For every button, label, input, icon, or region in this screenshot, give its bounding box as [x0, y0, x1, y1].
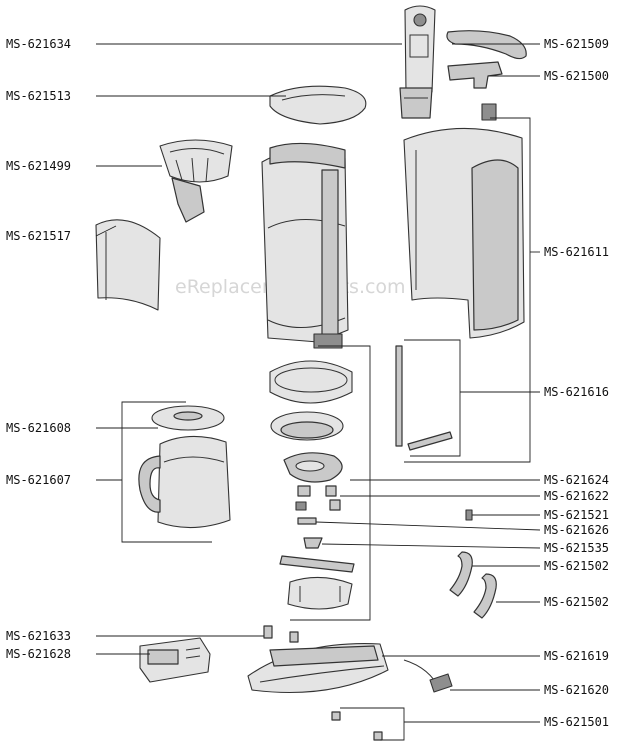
part-thermostat	[297, 485, 337, 497]
part-side-panel	[95, 219, 161, 311]
part-fuse	[295, 499, 341, 511]
part-control-panel	[139, 637, 211, 683]
part-power-cord	[403, 659, 453, 693]
label-ms-621624: MS-621624	[544, 473, 609, 487]
part-outer-housing	[403, 103, 525, 339]
part-nozzle	[447, 61, 503, 89]
part-ring-seal	[270, 411, 344, 441]
label-ms-621509: MS-621509	[544, 37, 609, 51]
label-ms-621626: MS-621626	[544, 523, 609, 537]
label-ms-621633: MS-621633	[6, 629, 71, 643]
left-labels: MS-621634 MS-621513 MS-621499 MS-621517 …	[6, 37, 71, 661]
label-ms-621502-upper: MS-621502	[544, 559, 609, 573]
part-heating-plate	[283, 452, 343, 483]
part-carafe	[138, 435, 231, 529]
part-carafe-lid	[151, 405, 225, 431]
label-ms-621634: MS-621634	[6, 37, 71, 51]
label-ms-621499: MS-621499	[6, 159, 71, 173]
label-ms-621517: MS-621517	[6, 229, 71, 243]
label-ms-621535: MS-621535	[544, 541, 609, 555]
part-switch-pieces	[263, 625, 299, 643]
part-hose-1	[449, 551, 473, 597]
part-main-body	[261, 142, 349, 349]
label-ms-621608: MS-621608	[6, 421, 71, 435]
label-ms-621628: MS-621628	[6, 647, 71, 661]
label-ms-621501: MS-621501	[544, 715, 609, 729]
part-heating-rod	[395, 345, 453, 451]
part-hose-2	[473, 573, 497, 619]
part-ring-upper	[269, 360, 353, 404]
label-ms-621607: MS-621607	[6, 473, 71, 487]
label-ms-621611: MS-621611	[544, 245, 609, 259]
part-bracket	[279, 555, 355, 573]
label-ms-621616: MS-621616	[544, 385, 609, 399]
part-lid-plate	[269, 85, 367, 125]
part-feet	[331, 711, 383, 741]
part-clip	[297, 509, 473, 525]
label-ms-621521: MS-621521	[544, 508, 609, 522]
part-connector	[303, 537, 323, 549]
part-handle-arm	[399, 5, 436, 119]
label-ms-621622: MS-621622	[544, 489, 609, 503]
part-base-tray	[287, 576, 353, 610]
part-top-cover	[446, 30, 527, 60]
right-labels: MS-621509 MS-621500 MS-621611 MS-621616 …	[544, 37, 609, 729]
part-filter-basket	[159, 139, 233, 223]
label-ms-621513: MS-621513	[6, 89, 71, 103]
label-ms-621502-lower: MS-621502	[544, 595, 609, 609]
leader-lines	[95, 43, 541, 741]
label-ms-621619: MS-621619	[544, 649, 609, 663]
part-base	[247, 643, 389, 694]
label-ms-621620: MS-621620	[544, 683, 609, 697]
label-ms-621500: MS-621500	[544, 69, 609, 83]
